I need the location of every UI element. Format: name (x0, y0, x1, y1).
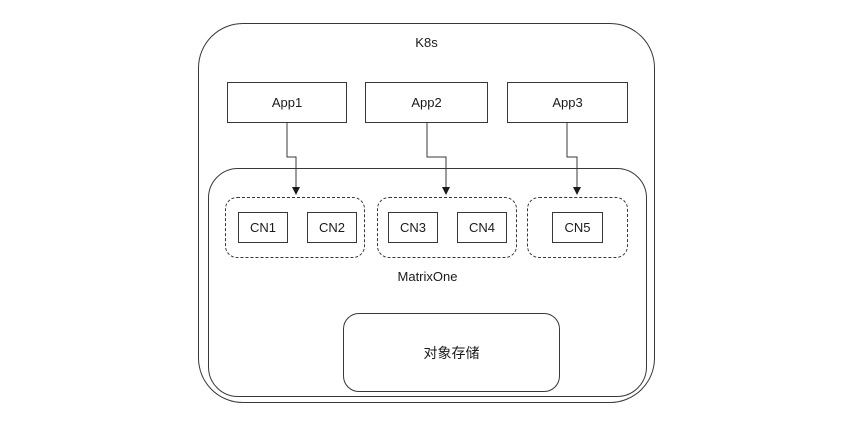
app3-box: App3 (507, 82, 628, 123)
cn2-box: CN2 (307, 212, 357, 243)
matrixone-label: MatrixOne (397, 269, 458, 284)
cn1-box: CN1 (238, 212, 288, 243)
app1-box: App1 (227, 82, 347, 123)
app2-box: App2 (365, 82, 488, 123)
cn-group-1 (225, 197, 365, 258)
cn-group-3 (527, 197, 628, 258)
cn5-box: CN5 (552, 212, 603, 243)
object-storage-box: 对象存储 (343, 313, 560, 392)
k8s-label: K8s (415, 35, 438, 50)
k8s-container (198, 23, 655, 403)
cn4-box: CN4 (457, 212, 507, 243)
cn3-box: CN3 (388, 212, 438, 243)
cn-group-2 (377, 197, 517, 258)
